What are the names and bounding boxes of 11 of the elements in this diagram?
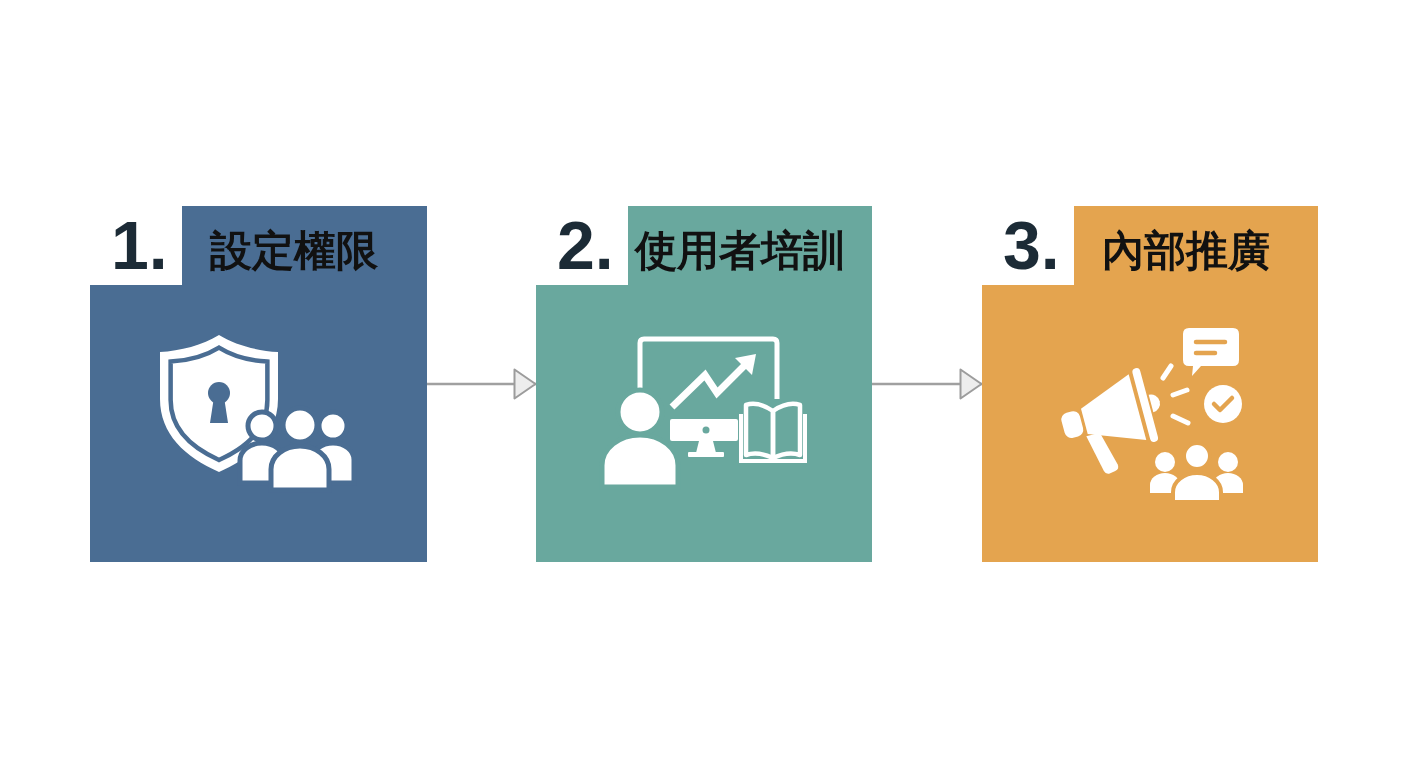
step-title: 使用者培訓 (635, 230, 845, 272)
arrow (427, 368, 537, 400)
step-title: 內部推廣 (1102, 230, 1270, 272)
step-number: 2. (557, 211, 614, 279)
step-panel (982, 206, 1318, 562)
step-number: 3. (1003, 211, 1060, 279)
step-title: 設定權限 (210, 230, 378, 272)
step-panel (536, 206, 872, 562)
arrow (872, 368, 983, 400)
step-panel (90, 206, 427, 562)
step-number: 1. (111, 211, 168, 279)
